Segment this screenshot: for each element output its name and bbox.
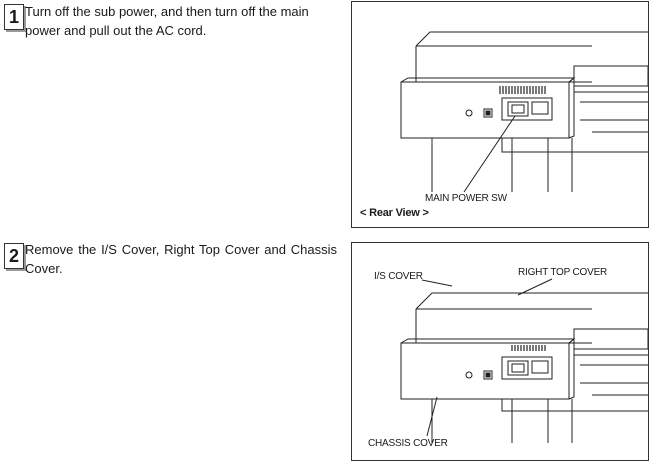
machine-covers-illustration bbox=[400, 278, 648, 443]
covers-figure: I/S COVER RIGHT TOP COVER CHASSIS COVER bbox=[351, 242, 649, 461]
step-2-number: 2 bbox=[4, 243, 24, 269]
is-cover-callout: I/S COVER bbox=[374, 271, 423, 282]
rear-view-caption: < Rear View > bbox=[360, 207, 429, 219]
step-1-text: Turn off the sub power, and then turn of… bbox=[25, 4, 309, 38]
machine-rear-illustration bbox=[400, 31, 648, 193]
main-power-switch-callout: MAIN POWER SW bbox=[425, 193, 507, 204]
step-1-number: 1 bbox=[4, 4, 24, 30]
step-2-text: Remove the I/S Cover, Right Top Cover an… bbox=[25, 242, 337, 276]
rear-view-figure: MAIN POWER SW < Rear View > bbox=[351, 1, 649, 228]
right-top-cover-callout: RIGHT TOP COVER bbox=[518, 267, 608, 278]
chassis-cover-callout: CHASSIS COVER bbox=[368, 438, 448, 449]
